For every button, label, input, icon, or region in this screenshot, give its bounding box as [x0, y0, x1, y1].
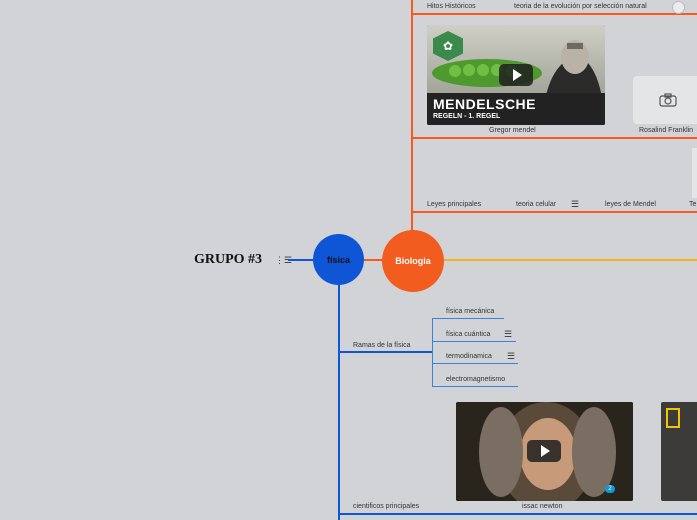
avatar-icon[interactable] — [672, 1, 685, 14]
franklin-caption[interactable]: Rosalind Franklin — [639, 127, 694, 134]
fisica-vertical-connector — [338, 285, 340, 520]
leyes-item-teoria-celular[interactable]: teoria celular — [516, 201, 557, 208]
ramas-item-underline-2 — [432, 341, 516, 342]
connector-fisica-biologia — [364, 259, 383, 261]
leyes-underline — [411, 211, 697, 213]
leaf-icon: ✿ — [433, 31, 463, 61]
natgeo-icon — [666, 408, 680, 428]
biologia-vertical-connector — [411, 0, 413, 232]
cientificos-underline — [338, 513, 697, 515]
mendel-caption[interactable]: Gregor mendel — [489, 127, 536, 134]
camera-icon — [659, 93, 677, 107]
node-biologia[interactable]: Biologia — [382, 230, 444, 292]
ramas-item-termodinamica[interactable]: termodinamica — [446, 353, 492, 360]
newton-channel-badge: 2 — [605, 485, 615, 493]
node-fisica[interactable]: física — [313, 234, 364, 285]
leyes-item-truncated[interactable]: Te — [689, 201, 697, 208]
cuantica-notes-icon[interactable]: ☰ — [504, 329, 513, 339]
hitos-item[interactable]: teoria de la evolución por selección nat… — [514, 3, 647, 10]
ramas-item-mecanica[interactable]: física mecánica — [446, 308, 495, 315]
ramas-item-underline-3 — [432, 363, 518, 364]
ramas-label[interactable]: Ramas de la física — [353, 342, 411, 349]
ramas-item-cuantica[interactable]: física cuántica — [446, 331, 491, 338]
connector-root-fisica — [288, 259, 314, 261]
ramas-item-electromagnetismo[interactable]: electromagnetismo — [446, 376, 506, 383]
ramas-sub-connector — [432, 318, 433, 386]
mendel-thumb-subtitle: REGELN - 1. REGEL — [433, 113, 501, 120]
second-scientist-thumbnail[interactable] — [661, 402, 697, 501]
hitos-label[interactable]: Hitos Históricos — [427, 3, 476, 10]
root-title[interactable]: GRUPO #3 — [194, 252, 263, 267]
leyes-image-edge — [692, 148, 697, 198]
cientificos-label[interactable]: cientificos principales — [353, 503, 420, 510]
teoria-celular-notes-icon[interactable]: ☰ — [571, 199, 580, 209]
mendel-video-thumbnail[interactable]: ✿ MENDELSCHE REGELN - 1. REGEL — [427, 25, 605, 125]
newton-play-icon[interactable] — [527, 440, 561, 462]
root-notes-icon[interactable]: ⋮☰ — [275, 255, 293, 265]
videos-underline — [411, 137, 697, 139]
ramas-item-underline-1 — [432, 318, 504, 319]
termodinamica-notes-icon[interactable]: ☰ — [507, 351, 516, 361]
leyes-label[interactable]: Leyes principales — [427, 201, 482, 208]
newton-video-thumbnail[interactable]: 2 — [456, 402, 633, 501]
mendel-thumb-title: MENDELSCHE — [433, 96, 537, 112]
franklin-image-placeholder[interactable] — [633, 76, 697, 124]
connector-biologia-right — [444, 259, 697, 261]
ramas-underline — [338, 351, 432, 353]
hitos-underline — [411, 13, 697, 15]
mendel-play-icon[interactable] — [499, 64, 533, 86]
leyes-item-mendel[interactable]: leyes de Mendel — [605, 201, 656, 208]
newton-thumbnail-art — [456, 402, 633, 501]
ramas-item-underline-4 — [432, 386, 518, 387]
newton-caption[interactable]: issac newton — [522, 503, 563, 510]
